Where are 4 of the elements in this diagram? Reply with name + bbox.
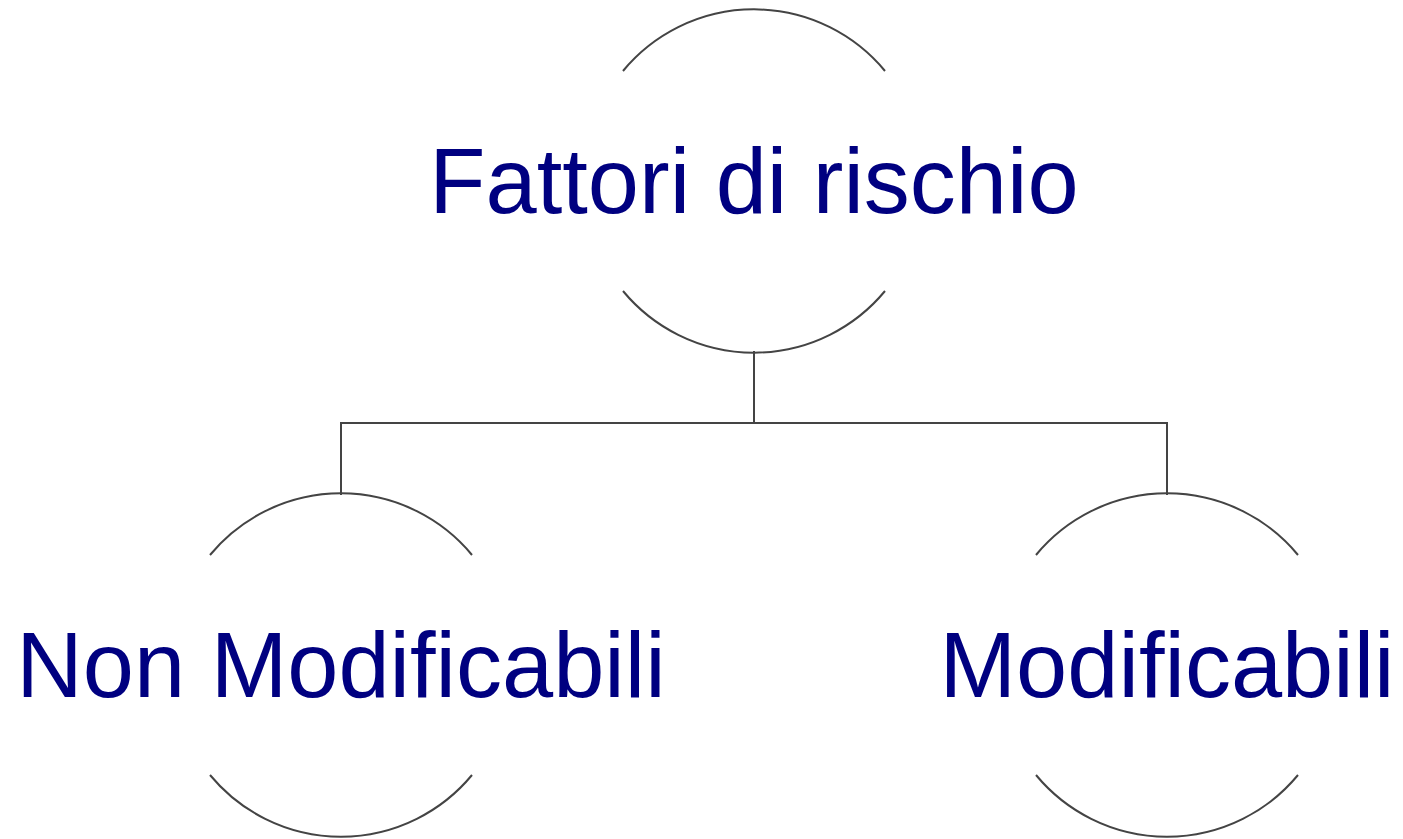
node-label: Non Modificabili (16, 619, 666, 711)
node-label: Fattori di rischio (429, 135, 1079, 227)
connector-line (753, 350, 1168, 496)
node-label: Modificabili (939, 619, 1395, 711)
